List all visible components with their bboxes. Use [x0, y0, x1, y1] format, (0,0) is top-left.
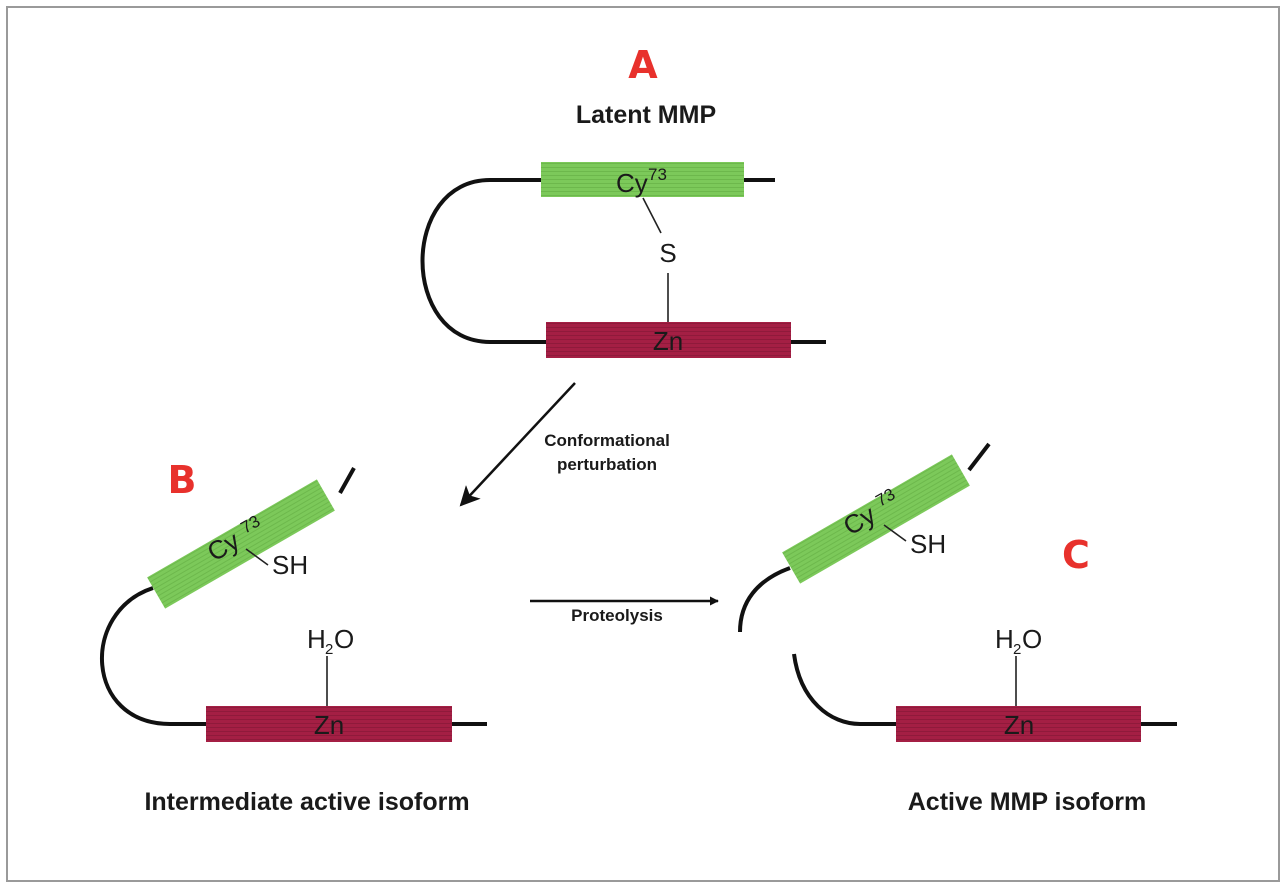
panel-a-backbone-chain [420, 178, 826, 344]
proteolysis-label: Proteolysis [571, 606, 663, 625]
panel-a-zinc-label: Zn [653, 326, 683, 356]
panel-a-zinc-domain [546, 322, 791, 358]
panel-a-cysteine-label: Cy [616, 168, 648, 198]
panel-a-sulfur-label: S [659, 238, 676, 268]
panel-b-zinc-domain [206, 706, 452, 742]
panel-b-thiol-bond [245, 548, 269, 566]
panel-a-title: Latent MMP [576, 101, 716, 129]
panel-b-letter: B [168, 458, 197, 502]
panel-c-zinc-label: Zn [1004, 710, 1034, 740]
conformational-label-line2: perturbation [557, 455, 657, 474]
panel-a: A Latent MMP Cy 73 S Zn [420, 43, 826, 358]
panel-c-backbone-lower-fragment [792, 653, 1177, 726]
panel-a-cysteine-domain [541, 162, 744, 197]
panel-b-caption: Intermediate active isoform [144, 788, 469, 816]
conformational-arrow: Conformational perturbation [459, 382, 670, 507]
conformational-arrow-line [459, 382, 576, 507]
conformational-label-line1: Conformational [544, 431, 670, 450]
panel-c-water-h: H [995, 624, 1014, 654]
panel-c-water-subscript: 2 [1013, 641, 1021, 658]
panel-b-water-h: H [307, 624, 326, 654]
panel-c-backbone-upper-fragment [738, 442, 991, 633]
panel-c-zinc-domain [896, 706, 1141, 742]
panel-c-water-o: O [1022, 624, 1042, 654]
panel-b-zinc-label: Zn [314, 710, 344, 740]
panel-b-water-subscript: 2 [325, 641, 333, 658]
panel-c-thiol-bond [883, 524, 907, 542]
panel-c-caption: Active MMP isoform [908, 788, 1146, 816]
panel-b-backbone-chain [99, 467, 487, 726]
proteolysis-arrow: Proteolysis [530, 596, 719, 625]
panel-b-thiol-label: SH [272, 550, 308, 580]
panel-b-water-o: O [334, 624, 354, 654]
panel-a-letter: A [628, 43, 658, 87]
panel-a-cysteine-number: 73 [648, 165, 667, 184]
panel-c-thiol-label: SH [910, 529, 946, 559]
panel-b: B Cy 73 SH H 2 O Zn Intermediate active … [99, 458, 487, 816]
panel-a-cys-sulfur-bond [642, 197, 662, 234]
panel-c-letter: C [1062, 533, 1090, 577]
panel-c-cysteine-domain [782, 454, 970, 584]
panel-c: C Cy 73 SH H 2 O Zn Active MMP isoform [738, 442, 1177, 816]
panel-b-cysteine-domain [147, 479, 335, 609]
